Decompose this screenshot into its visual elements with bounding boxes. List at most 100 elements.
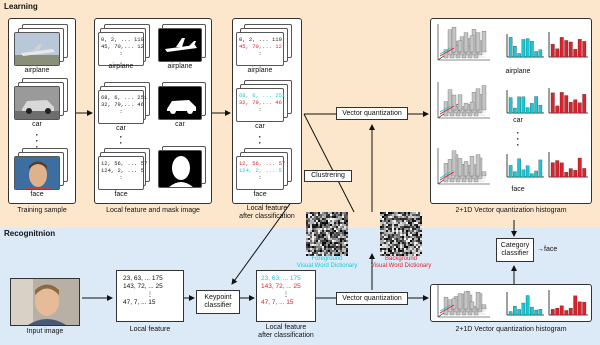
class-label-car: car [98,125,144,132]
vector-card-airplane: 0, 2, ... 110 45, 70,... 12 : [98,32,144,66]
noise-texture-icon [306,212,348,256]
classified-card-airplane: 0, 2, ... 110 45, 70,... 12 : [236,32,284,66]
line-clustering [304,114,354,212]
vector-row-background: 45, 70,... 12 [239,43,281,50]
after-label-line1: Local feature [246,324,326,332]
class-label-face: face [236,191,284,198]
background-dictionary-texture [380,212,422,256]
histogram-red-icon [548,32,588,63]
class-label-airplane: airplane [98,63,144,70]
vector-row: 23, 63, ... 175 [123,275,177,283]
result-face-label: →face [537,246,557,253]
histogram-cyan-icon [506,154,544,183]
vector-row: 12, 56, ... 57 [101,160,141,167]
vector-row-background: 47, 7, ... 15 [261,299,311,307]
histogram-cyan-icon [506,90,544,119]
classified-card-car: 68, 6, ... 251 32, 79,... 46 : [236,88,284,122]
vector-row: 68, 6, ... 251 [101,94,141,101]
class-label-car: car [236,123,284,130]
keypoint-line1: Keypoint [204,294,231,302]
ellipsis-vertical: : [101,50,141,57]
local-mask-label: Local feature and mask image [94,207,212,214]
vector-quantization-box: Vector quantization [336,107,408,120]
fg-label-line2: Visual Word Dictionary [296,263,358,270]
ellipsis-vertical: : [239,106,281,113]
histogram-row-car [432,80,492,129]
ellipsis-vertical: : [239,50,281,57]
vector-row-foreground: 124, 2, ... 5 [239,167,281,174]
car-mask-icon [158,86,202,120]
airplane-photo-icon [14,32,60,66]
vector-quantization-box-recognition: Vector quantization [336,292,408,305]
vector-row-background: 143, 72, ... 25 [261,283,311,291]
classified-card-face: 12, 56, ... 57 124, 2, ... 5 : [236,156,284,190]
noise-texture-icon [380,212,422,256]
ellipsis-vertical: ⋮ [261,291,311,299]
bg-label-line2: Visual Word Dictionary [370,263,432,270]
face-photo-icon [14,156,60,190]
background-dictionary-label: Background Visual Word Dictionary [370,256,432,270]
histogram-label-recognition: 2+1D Vector quantization histogram [430,326,592,333]
classified-label: Local feature after classification [232,205,302,221]
histogram-3d-icon [432,283,492,323]
fg-label-line1: Foreground [296,256,358,263]
vector-row-background: 12, 56, ... 57 [239,160,281,167]
class-label-airplane: airplane [14,67,60,74]
vector-row-foreground: 23, 63, ... 175 [261,275,311,283]
ellipsis-vertical: : [239,174,281,181]
histogram-row-input [432,283,492,328]
foreground-dictionary-texture [306,212,348,256]
face-mask-icon [158,150,202,188]
histogram-3d-icon [432,146,492,190]
histogram-red-icon [548,152,588,183]
car-photo-icon [14,86,60,120]
class-label-face: face [14,191,60,198]
ellipsis-vertical: ··· [500,130,536,148]
vector-card-car: 68, 6, ... 251 32, 79,... 46 : [98,90,144,124]
input-image [10,278,80,326]
ellipsis-vertical: ⋮ [123,291,177,299]
ellipsis-vertical: : [101,108,141,115]
airplane-mask-icon [158,28,202,62]
foreground-dictionary-label: Foreground Visual Word Dictionary [296,256,358,270]
classified-label-line1: Local feature [232,205,302,213]
keypoint-line2: classifier [204,302,231,310]
local-feature-label: Local feature [116,326,184,333]
keypoint-classifier-box: Keypoint classifier [196,290,240,314]
local-feature-card: 23, 63, ... 175 143, 72, ... 25 ⋮ 47, 7,… [116,270,184,322]
vector-row: 143, 72, ... 25 [123,283,177,291]
classified-feature-card: 23, 63, ... 175 143, 72, ... 25 ⋮ 47, 7,… [256,270,316,322]
class-label-car: car [158,121,202,128]
input-image-label: Input image [10,328,80,335]
vector-row: 0, 2, ... 110 [239,36,281,43]
vector-row-background: 32, 79,... 46 [239,99,281,106]
bg-label-line1: Background [370,256,432,263]
category-line1: Category [501,242,529,250]
vector-row: 124, 2, ... 5 [101,167,141,174]
class-label-airplane: airplane [158,63,202,70]
face-photo-icon [11,279,80,326]
histogram-red-icon [548,290,588,321]
vector-row: 32, 79,... 46 [101,101,141,108]
class-label-car: car [500,117,536,124]
vector-row: 0, 2, ... 110 [101,36,141,43]
classified-feature-label: Local feature after classification [246,324,326,340]
vector-row: 45, 70,... 12 [101,43,141,50]
after-label-line2: after classification [246,332,326,340]
vector-row: 47, 7, ... 15 [123,299,177,307]
training-sample-label: Training sample [8,207,76,214]
class-label-face: face [98,191,144,198]
histogram-row-face [432,146,492,195]
histogram-cyan-icon [506,292,544,321]
histogram-red-icon [548,88,588,119]
vector-row-foreground: 68, 6, ... 251 [239,92,281,99]
histogram-row-airplane [432,22,492,71]
clustering-box: Clustrering [304,170,352,182]
category-classifier-box: Category classifier [496,238,534,262]
class-label-car: car [14,121,60,128]
class-label-airplane: airplane [500,68,536,75]
histogram-3d-icon [432,80,492,124]
ellipsis-vertical: : [101,174,141,181]
histogram-3d-icon [432,22,492,66]
class-label-face: face [500,186,536,193]
